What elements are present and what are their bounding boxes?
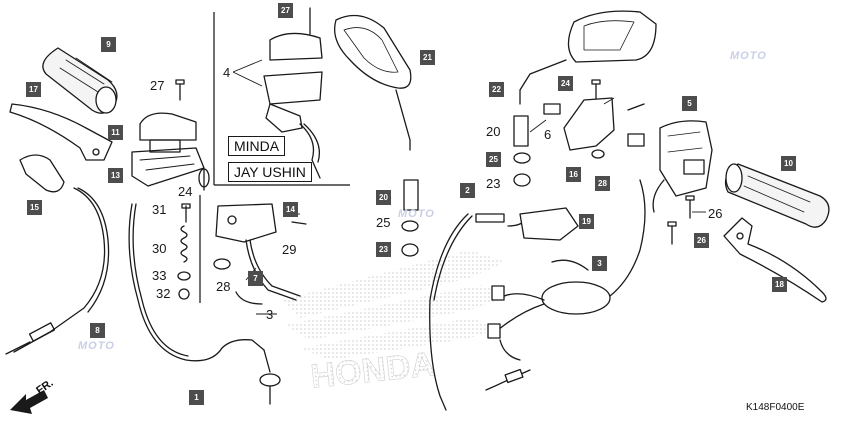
callout-17[interactable]: 17 [26, 82, 41, 97]
callout-27-text[interactable]: 27 [150, 78, 165, 93]
callout-15[interactable]: 15 [27, 200, 42, 215]
callout-9[interactable]: 9 [101, 37, 116, 52]
callout-11[interactable]: 11 [108, 125, 123, 140]
callout-4[interactable]: 4 [223, 65, 231, 80]
callout-24[interactable]: 24 [558, 76, 573, 91]
callout-27[interactable]: 27 [278, 3, 293, 18]
callout-24-text[interactable]: 24 [178, 184, 193, 199]
callout-20[interactable]: 20 [376, 190, 391, 205]
callout-3-text[interactable]: 3 [266, 307, 274, 322]
minda-label: MINDA [228, 136, 286, 156]
callout-1[interactable]: 1 [189, 390, 204, 405]
honda-wing-watermark: HONDA [282, 250, 510, 396]
clutch-cable [5, 187, 110, 355]
callout-3[interactable]: 3 [592, 256, 607, 271]
lever-boot [19, 154, 65, 193]
moto-watermark: MOTO [730, 50, 767, 62]
callout-21[interactable]: 21 [420, 50, 435, 65]
callout-25-text[interactable]: 25 [376, 215, 391, 230]
spring-and-screws [175, 79, 307, 300]
small-wire-harness [213, 239, 301, 305]
callout-10[interactable]: 10 [781, 156, 796, 171]
jay-ushin-label: JAY USHIN [228, 162, 312, 182]
right-screws [627, 133, 695, 245]
callout-28-text[interactable]: 28 [216, 279, 231, 294]
small-switch-housing [215, 203, 277, 243]
callout-23[interactable]: 23 [376, 242, 391, 257]
callout-32[interactable]: 32 [156, 286, 171, 301]
left-mirror [333, 14, 419, 257]
callout-33[interactable]: 33 [152, 268, 167, 283]
callout-13[interactable]: 13 [108, 168, 123, 183]
brake-master-bracket [543, 97, 645, 159]
callout-5[interactable]: 5 [682, 96, 697, 111]
right-switch-housing [652, 120, 713, 213]
callout-20-text[interactable]: 20 [486, 124, 501, 139]
callout-22[interactable]: 22 [489, 82, 504, 97]
diagram-code: K148F0400E [746, 402, 805, 413]
left-switch-housing [131, 112, 205, 187]
brake-lever [723, 217, 827, 303]
callout-29[interactable]: 29 [282, 242, 297, 257]
left-grip [42, 47, 118, 114]
moto-watermark: MOTO [398, 208, 435, 220]
callout-28[interactable]: 28 [595, 176, 610, 191]
leader-lines [232, 59, 706, 315]
callout-26-text[interactable]: 26 [708, 206, 723, 221]
right-mirror [513, 10, 657, 187]
callout-26[interactable]: 26 [694, 233, 709, 248]
inset-frame [199, 12, 350, 303]
brake-switch-cable [429, 213, 531, 411]
callout-25[interactable]: 25 [486, 152, 501, 167]
callout-19[interactable]: 19 [579, 214, 594, 229]
callout-8[interactable]: 8 [90, 323, 105, 338]
switch-inset-assembly [263, 7, 323, 179]
front-arrow-icon [10, 390, 48, 414]
callout-18[interactable]: 18 [772, 277, 787, 292]
callout-2[interactable]: 2 [460, 183, 475, 198]
callout-23-text[interactable]: 23 [486, 176, 501, 191]
moto-watermark: MOTO [78, 340, 115, 352]
callout-30[interactable]: 30 [152, 241, 167, 256]
throttle-cable [128, 203, 281, 405]
callout-16[interactable]: 16 [566, 167, 581, 182]
callout-6[interactable]: 6 [544, 127, 552, 142]
callout-14[interactable]: 14 [283, 202, 298, 217]
main-wire-harness [487, 179, 646, 361]
right-grip [724, 163, 830, 228]
callout-31[interactable]: 31 [152, 202, 167, 217]
clutch-lever [9, 103, 113, 161]
callout-7[interactable]: 7 [248, 271, 263, 286]
